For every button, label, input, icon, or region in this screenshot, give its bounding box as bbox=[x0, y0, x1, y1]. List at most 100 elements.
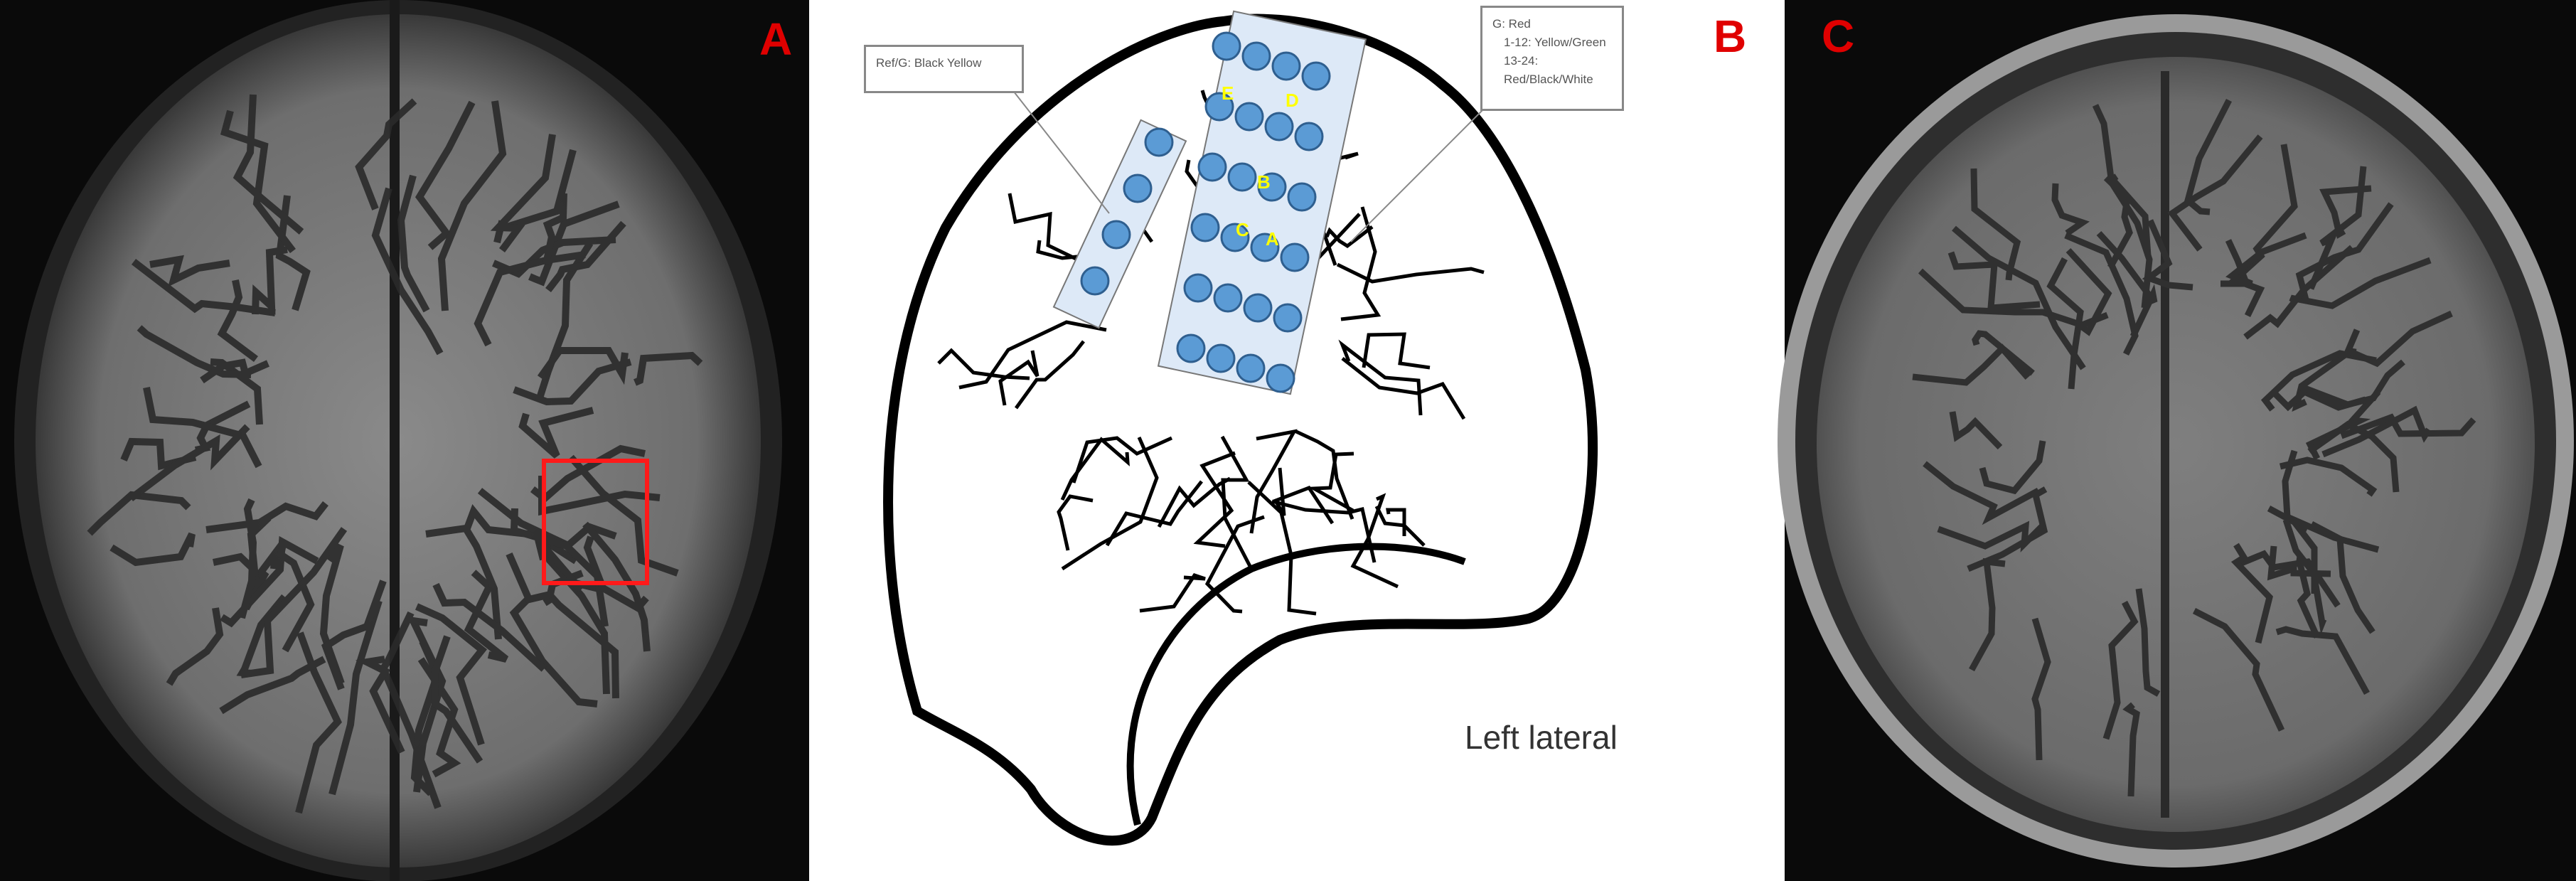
grid-electrode bbox=[1257, 172, 1287, 202]
sulcus bbox=[149, 255, 230, 287]
sulcus bbox=[2243, 245, 2354, 340]
grid-electrode bbox=[1241, 41, 1271, 71]
grid-electrode bbox=[1280, 242, 1310, 272]
sulcus bbox=[1952, 225, 2086, 370]
sulcus bbox=[1071, 436, 1173, 484]
sulcus bbox=[510, 508, 609, 627]
sulcus bbox=[220, 110, 296, 254]
sulcus bbox=[2348, 310, 2453, 368]
sulcus bbox=[252, 246, 288, 315]
sulcus bbox=[217, 279, 258, 362]
sulcus bbox=[2282, 449, 2380, 553]
grid-color-line1: 1-12: Yellow/Green bbox=[1504, 36, 1606, 49]
site-letter-c: C bbox=[1236, 219, 1249, 240]
grid-electrode bbox=[1294, 122, 1324, 151]
sulcus bbox=[2135, 588, 2161, 697]
grid-electrode bbox=[1197, 152, 1227, 182]
sulcus bbox=[474, 251, 586, 347]
sulcus bbox=[2282, 518, 2327, 635]
sulcus bbox=[2340, 413, 2476, 439]
sulcus bbox=[2122, 702, 2140, 797]
sulcus bbox=[958, 320, 1107, 390]
grid-electrode bbox=[1271, 51, 1301, 81]
sulcus bbox=[131, 259, 276, 316]
sulcus bbox=[2307, 420, 2400, 493]
ref-ground-callout: Ref/G: Black Yellow bbox=[864, 45, 1024, 93]
view-label: Left lateral bbox=[1465, 719, 1618, 756]
site-letter-e: E bbox=[1222, 82, 1234, 104]
site-letter-b: B bbox=[1257, 171, 1271, 193]
sulcus bbox=[1105, 480, 1203, 547]
sulcus bbox=[240, 527, 348, 678]
sulcus bbox=[407, 616, 447, 793]
sulcus bbox=[2292, 329, 2361, 412]
grid-electrode bbox=[1273, 303, 1303, 333]
sulcus bbox=[1979, 440, 2046, 495]
sulcus bbox=[2192, 607, 2285, 732]
sulcus bbox=[2102, 600, 2139, 740]
temporal-lobe-outline bbox=[1126, 543, 1466, 826]
sulcus bbox=[1193, 451, 1236, 548]
sulcus bbox=[417, 657, 461, 778]
sulcus bbox=[528, 201, 620, 287]
sulcus bbox=[128, 424, 250, 501]
panel-c-t1-mri bbox=[1778, 0, 2576, 881]
sulcus bbox=[937, 348, 1030, 380]
sulcus bbox=[1249, 429, 1298, 534]
sulcus bbox=[537, 347, 629, 385]
site-letter-d: D bbox=[1286, 90, 1299, 111]
sulcus bbox=[2289, 257, 2432, 309]
sulcus bbox=[1338, 339, 1423, 416]
sulcus bbox=[425, 524, 502, 640]
sulcus bbox=[1918, 268, 2088, 330]
strip-electrode bbox=[1101, 220, 1131, 250]
sulcus bbox=[1949, 411, 2003, 450]
strip-electrode bbox=[1080, 266, 1110, 296]
sulcus bbox=[1967, 486, 2048, 572]
grid-electrode bbox=[1266, 363, 1295, 393]
sulcus bbox=[513, 358, 632, 406]
grid-electrode bbox=[1264, 112, 1294, 142]
sulcus bbox=[2295, 202, 2394, 304]
sulcus bbox=[355, 656, 405, 754]
sulcus bbox=[2064, 232, 2139, 356]
sulcus bbox=[543, 593, 619, 699]
sulcus bbox=[2220, 232, 2307, 287]
sulcus bbox=[321, 580, 387, 690]
panel-label-c: C bbox=[1822, 11, 1855, 62]
sulcus bbox=[1325, 225, 1374, 249]
sulcus bbox=[277, 540, 315, 653]
sulcus bbox=[432, 582, 547, 672]
grid-electrode bbox=[1236, 353, 1266, 383]
sulcus bbox=[2167, 134, 2263, 252]
grid-electrode bbox=[1234, 102, 1264, 132]
grid-electrode bbox=[1220, 223, 1250, 252]
sulcus bbox=[2235, 550, 2341, 608]
grid-electrode bbox=[1287, 182, 1317, 212]
grid-electrode bbox=[1227, 162, 1257, 192]
sulcus bbox=[415, 100, 476, 250]
sulcus bbox=[1014, 340, 1085, 410]
grid-electrode bbox=[1190, 213, 1220, 242]
sulcus bbox=[582, 521, 651, 652]
sulcus bbox=[1008, 193, 1094, 269]
sulcus bbox=[2065, 247, 2112, 336]
grid-electrode bbox=[1176, 333, 1206, 363]
sulcus bbox=[1061, 436, 1159, 571]
sulcus bbox=[1057, 494, 1094, 551]
sulcus bbox=[437, 100, 507, 311]
sulcus bbox=[137, 325, 252, 378]
electrode-grid bbox=[1157, 10, 1367, 395]
strip-electrode bbox=[1144, 127, 1174, 157]
sulcus bbox=[1362, 332, 1431, 370]
grid-electrode bbox=[1250, 233, 1280, 262]
sulcus bbox=[464, 570, 509, 663]
grid-electrode bbox=[1206, 343, 1236, 373]
strip-electrode bbox=[1123, 173, 1153, 203]
grid-color-line2: 13-24: Red/Black/White bbox=[1504, 54, 1593, 86]
sulcus bbox=[490, 134, 556, 252]
grid-color-callout: G: Red 1-12: Yellow/Green 13-24: Red/Bla… bbox=[1480, 6, 1624, 111]
sulcus bbox=[2096, 230, 2158, 338]
